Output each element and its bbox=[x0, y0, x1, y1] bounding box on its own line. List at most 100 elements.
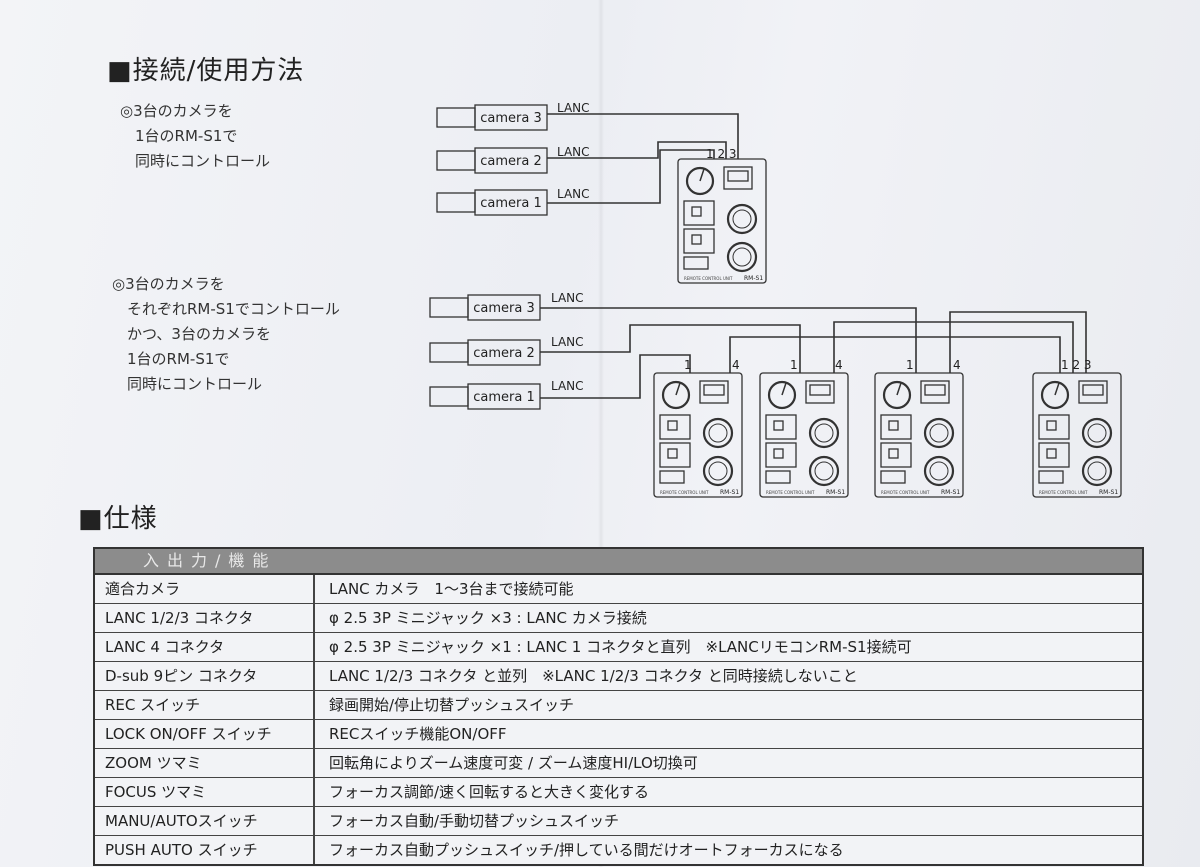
spec-row-label: PUSH AUTO スイッチ bbox=[95, 836, 315, 864]
unit-display-window bbox=[924, 384, 946, 396]
unit-switch-block bbox=[765, 442, 797, 468]
spec-row-value: フォーカス調節/速く回転すると大きく変化する bbox=[329, 783, 650, 801]
unit-caption: REMOTE CONTROL UNIT bbox=[684, 276, 733, 281]
rm-s1-unit bbox=[874, 372, 964, 498]
unit-display bbox=[805, 380, 835, 404]
unit-small-switch bbox=[659, 470, 685, 484]
iris-knob bbox=[1081, 455, 1113, 487]
spec-table-header: 入出力/機能 bbox=[95, 549, 1142, 575]
unit-display bbox=[1078, 380, 1108, 404]
spec-row: FOCUS ツマミフォーカス調節/速く回転すると大きく変化する bbox=[95, 778, 1142, 807]
unit-display bbox=[920, 380, 950, 404]
setup2-note: ◎3台のカメラを それぞれRM-S1でコントロール かつ、3台のカメラを 1台の… bbox=[112, 275, 340, 393]
unit-caption: REMOTE CONTROL UNIT bbox=[766, 490, 815, 495]
iris-knob-inner bbox=[929, 461, 949, 481]
unit-model-label: RM-S1 bbox=[744, 275, 763, 282]
zoom-knob bbox=[882, 380, 912, 410]
focus-knob bbox=[923, 417, 955, 449]
unit-display bbox=[699, 380, 729, 404]
zoom-knob-indicator bbox=[699, 168, 705, 182]
unit-display-window bbox=[703, 384, 725, 396]
unit-switch-block bbox=[683, 200, 715, 226]
focus-knob bbox=[726, 203, 758, 235]
unit-button bbox=[773, 448, 784, 459]
camera-2-label: camera 2 bbox=[473, 346, 535, 361]
port-label: 4 bbox=[835, 358, 843, 372]
spec-row: 適合カメラ LANC カメラ 1〜3台まで接続可能 bbox=[95, 575, 1142, 604]
spec-heading: ■仕様 bbox=[78, 504, 158, 534]
rm-s1-unit bbox=[653, 372, 743, 498]
unit-model-label: RM-S1 bbox=[1099, 489, 1118, 496]
cable-chain-1 bbox=[729, 336, 1061, 373]
spec-row-value: RECスイッチ機能ON/OFF bbox=[329, 725, 507, 743]
spec-row-label: LANC 1/2/3 コネクタ bbox=[95, 604, 315, 632]
camera-body bbox=[436, 192, 476, 213]
port-label: 1 bbox=[906, 358, 914, 372]
spec-row-value: LANC カメラ 1〜3台まで接続可能 bbox=[329, 580, 574, 598]
focus-knob bbox=[702, 417, 734, 449]
unit-display-window bbox=[1082, 384, 1104, 396]
lanc-label: LANC bbox=[557, 187, 590, 201]
lanc-label: LANC bbox=[557, 145, 590, 159]
unit-button bbox=[888, 420, 899, 431]
rm-s1-unit bbox=[1032, 372, 1122, 498]
unit-model-label: RM-S1 bbox=[826, 489, 845, 496]
camera-3-label: camera 3 bbox=[480, 111, 542, 126]
port-label: 1 bbox=[790, 358, 798, 372]
spec-row-label: LANC 4 コネクタ bbox=[95, 633, 315, 661]
setup1-note: ◎3台のカメラを 1台のRM-S1で 同時にコントロール bbox=[120, 102, 271, 170]
spec-row-label: 適合カメラ bbox=[95, 575, 315, 603]
zoom-knob-indicator bbox=[1054, 382, 1060, 396]
unit-small-switch bbox=[880, 470, 906, 484]
lanc-label: LANC bbox=[551, 291, 584, 305]
spec-table-body: 適合カメラ LANC カメラ 1〜3台まで接続可能 LANC 1/2/3 コネクタ φ… bbox=[95, 575, 1142, 864]
cable-chain-2 bbox=[833, 321, 1074, 373]
camera-1-label: camera 1 bbox=[480, 196, 542, 211]
unit-switch-block bbox=[659, 414, 691, 440]
spec-row-label: ZOOM ツマミ bbox=[95, 749, 315, 777]
spec-row-value: フォーカス自動/手動切替プッシュスイッチ bbox=[329, 812, 620, 830]
unit-small-switch bbox=[1038, 470, 1064, 484]
spec-row: PUSH AUTO スイッチフォーカス自動プッシュスイッチ/押している間だけオー… bbox=[95, 836, 1142, 864]
spec-row-value: φ 2.5 3P ミニジャック ×3 : LANC カメラ接続 bbox=[329, 609, 647, 627]
spec-row: LANC 4 コネクタ φ 2.5 3P ミニジャック ×1 : LANC 1 コ… bbox=[95, 633, 1142, 662]
unit-small-switch bbox=[765, 470, 791, 484]
unit-switch-block bbox=[683, 228, 715, 254]
spec-row-label: D-sub 9ピン コネクタ bbox=[95, 662, 315, 690]
iris-knob-inner bbox=[708, 461, 728, 481]
iris-knob-inner bbox=[732, 247, 752, 267]
unit-switch-block bbox=[880, 414, 912, 440]
zoom-knob bbox=[661, 380, 691, 410]
cable-chain-3 bbox=[949, 311, 1087, 373]
camera-body bbox=[429, 342, 469, 363]
camera-box bbox=[474, 147, 548, 174]
focus-knob bbox=[1081, 417, 1113, 449]
unit-button bbox=[691, 234, 702, 245]
focus-knob-inner bbox=[929, 423, 949, 443]
paper-fold bbox=[598, 0, 604, 867]
rm-s1-unit bbox=[759, 372, 849, 498]
port-label: 1 bbox=[684, 358, 692, 372]
iris-knob bbox=[726, 241, 758, 273]
spec-row-value: 録画開始/停止切替プッシュスイッチ bbox=[329, 696, 575, 714]
focus-knob-inner bbox=[814, 423, 834, 443]
iris-knob-inner bbox=[814, 461, 834, 481]
camera-3-label: camera 3 bbox=[473, 301, 535, 316]
spec-row: REC スイッチ録画開始/停止切替プッシュスイッチ bbox=[95, 691, 1142, 720]
unit-caption: REMOTE CONTROL UNIT bbox=[660, 490, 709, 495]
iris-knob bbox=[702, 455, 734, 487]
port-label: 4 bbox=[953, 358, 961, 372]
unit-display-window bbox=[809, 384, 831, 396]
spec-row-label: MANU/AUTOスイッチ bbox=[95, 807, 315, 835]
camera-box bbox=[467, 383, 541, 410]
focus-knob-inner bbox=[732, 209, 752, 229]
lanc-label: LANC bbox=[551, 379, 584, 393]
unit-switch-block bbox=[765, 414, 797, 440]
zoom-knob-indicator bbox=[781, 382, 787, 396]
spec-row-value: φ 2.5 3P ミニジャック ×1 : LANC 1 コネクタと直列 ※LAN… bbox=[329, 638, 912, 656]
focus-knob-inner bbox=[708, 423, 728, 443]
unit-caption: REMOTE CONTROL UNIT bbox=[881, 490, 930, 495]
unit-switch-block bbox=[880, 442, 912, 468]
